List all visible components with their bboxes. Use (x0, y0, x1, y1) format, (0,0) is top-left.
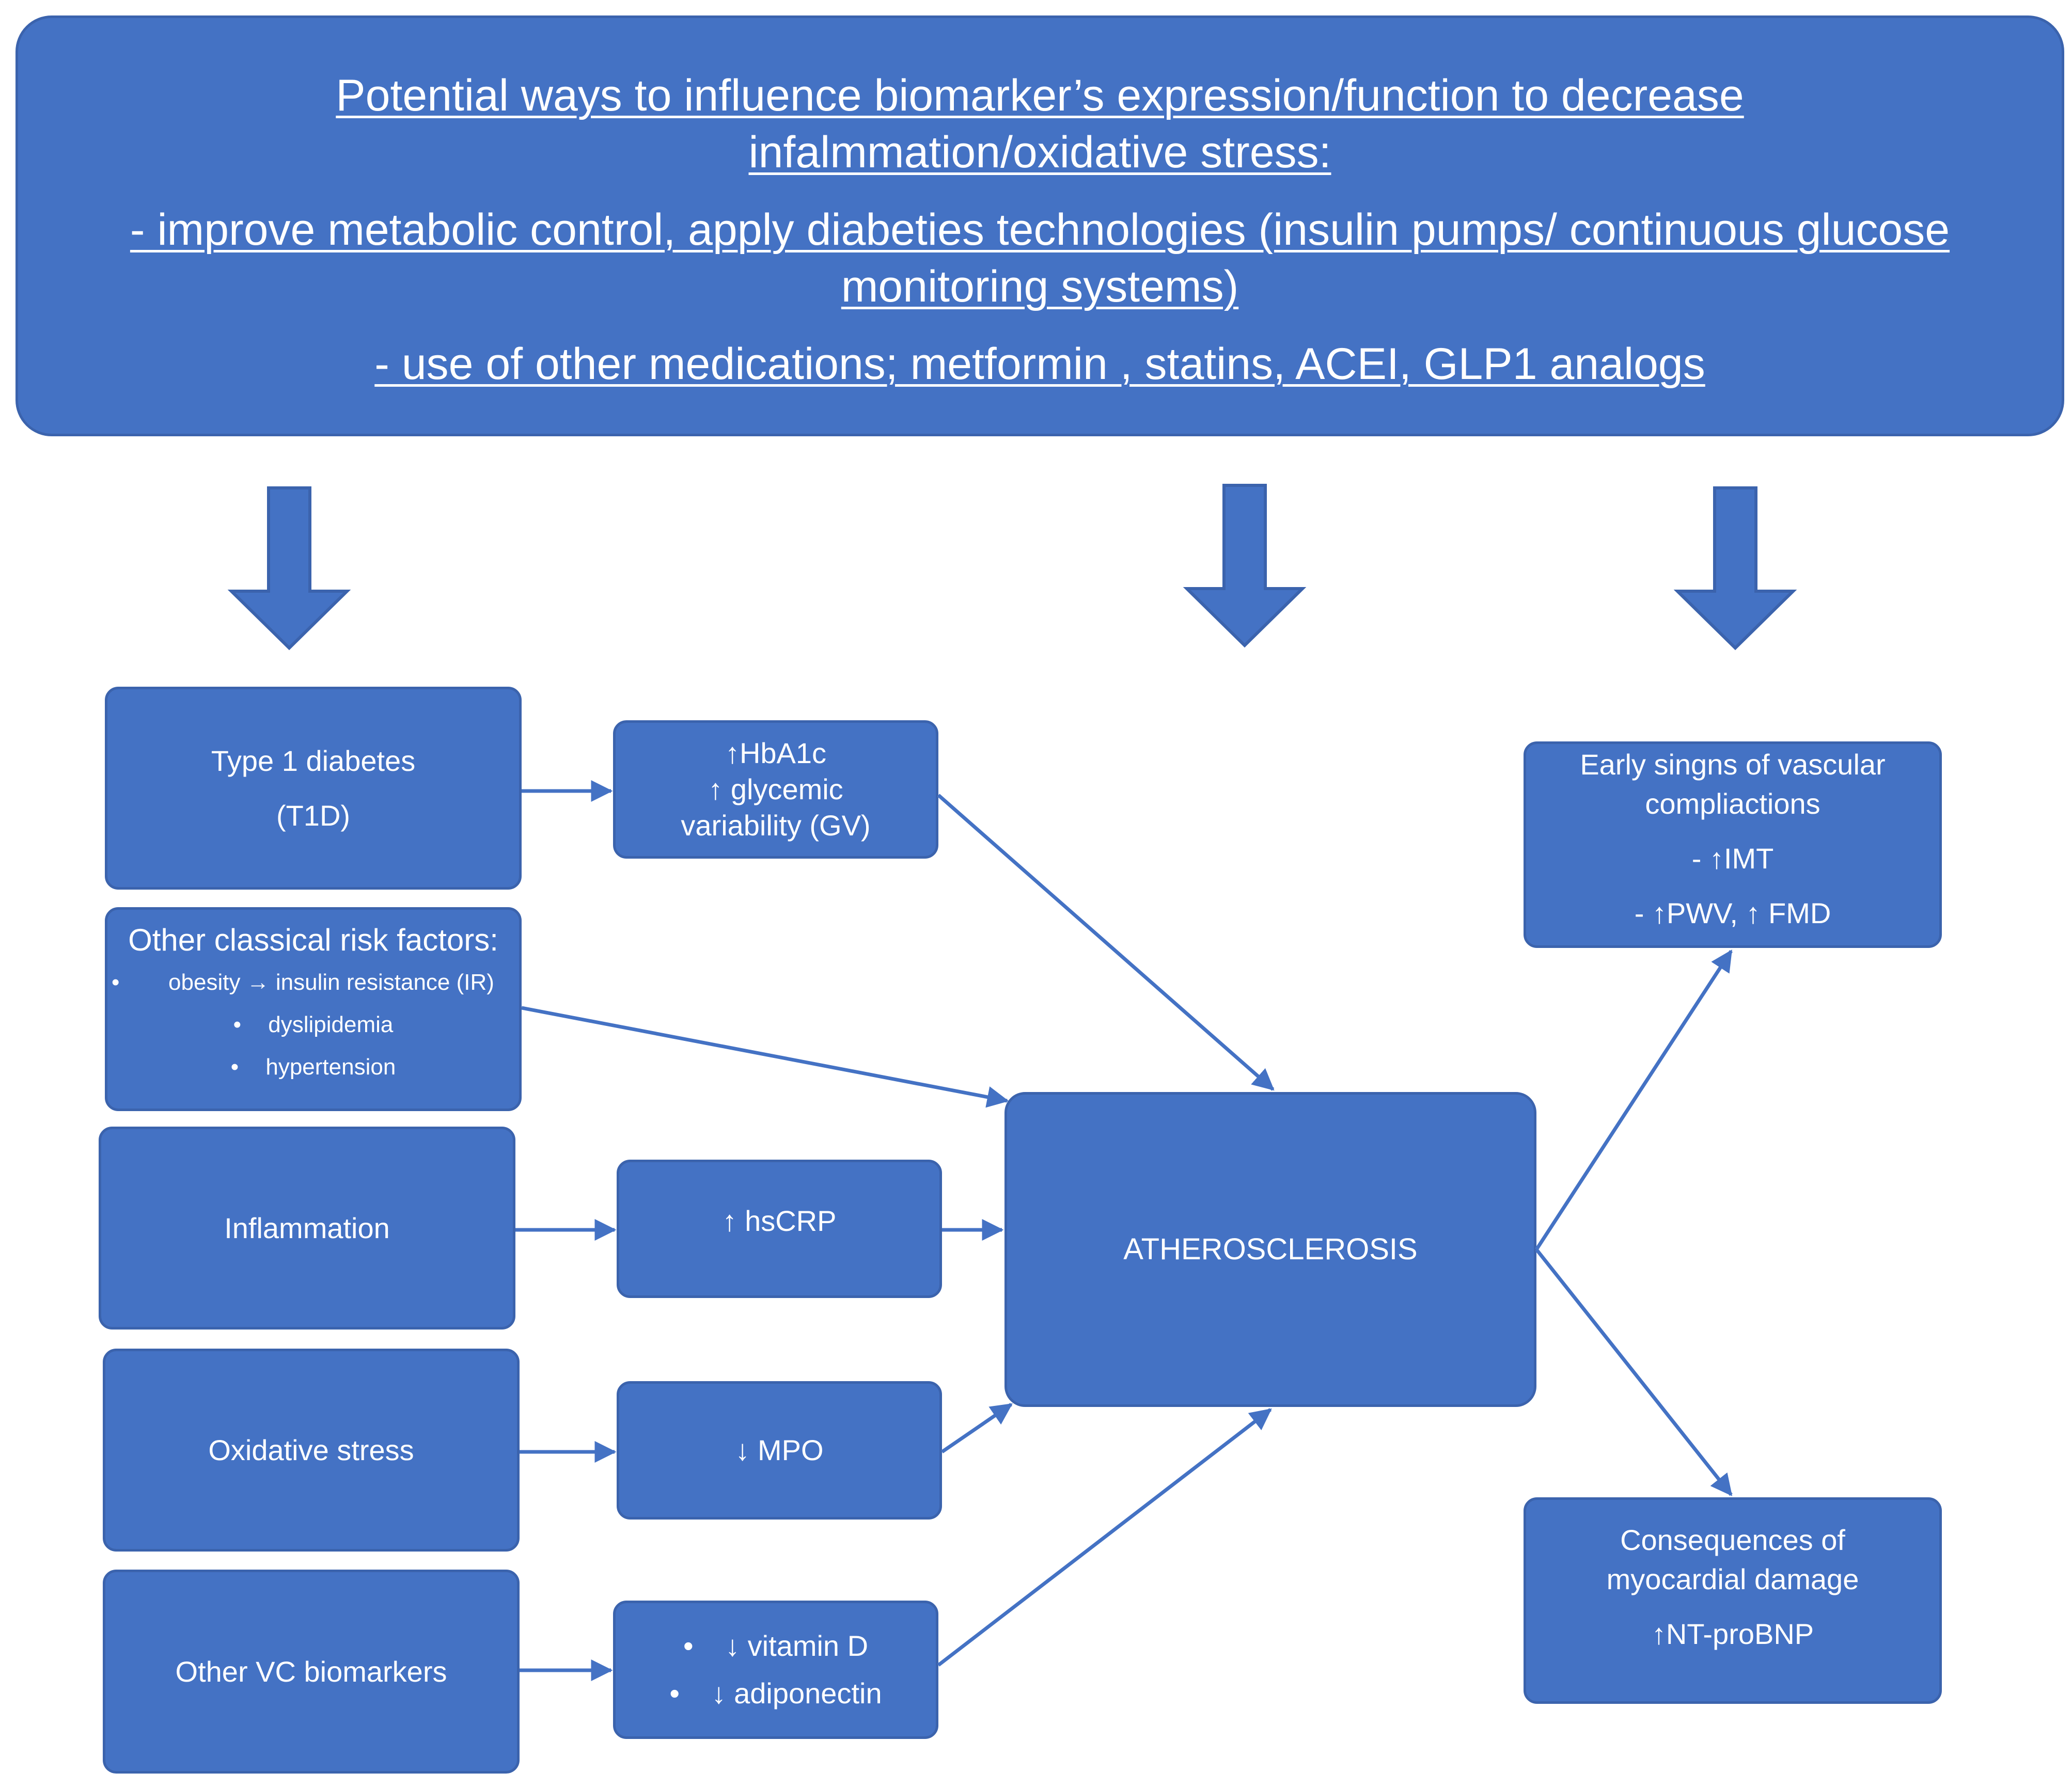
banner-line-4: monitoring systems) (841, 262, 1239, 311)
atherosclerosis-label: ATHEROSCLEROSIS (1123, 1232, 1418, 1266)
banner-line-1: Potential ways to influence biomarker’s … (336, 71, 1744, 120)
arrow-athero-to-vascular (1535, 950, 1733, 1251)
arrow-athero-to-myocardial (1535, 1248, 1733, 1496)
atherosclerosis-box: ATHEROSCLEROSIS (1004, 1092, 1536, 1407)
risk-factors-title: Other classical risk factors: (128, 923, 498, 957)
bullet-icon: • (683, 1629, 694, 1662)
bullet-icon: • (233, 1012, 242, 1037)
myocardial-line3: ↑NT-proBNP (1651, 1618, 1814, 1650)
myocardial-line2: myocardial damage (1606, 1563, 1859, 1595)
adiponectin-item: • ↓ adiponectin (669, 1677, 882, 1710)
myocardial-line1: Consequences of (1620, 1524, 1845, 1556)
early-line4: - ↑PWV, ↑ FMD (1634, 897, 1831, 929)
mpo-box: ↓ MPO (617, 1381, 942, 1520)
risk-item-obesity: • obesity → insulin resistance (IR) (107, 961, 519, 1004)
bullet-icon: • (669, 1677, 680, 1710)
risk-item-hypertension: • hypertension (230, 1054, 396, 1080)
banner-line-2: infalmmation/oxidative stress: (748, 128, 1331, 177)
other-vc-biomarkers-label: Other VC biomarkers (175, 1655, 447, 1688)
t1d-label-line1: Type 1 diabetes (211, 744, 416, 777)
myocardial-damage-box: Consequences of myocardial damage ↑NT-pr… (1524, 1497, 1942, 1704)
other-vc-biomarkers-box: Other VC biomarkers (103, 1570, 520, 1774)
early-line3: - ↑IMT (1691, 842, 1774, 875)
banner-line-3: - improve metabolic control, apply diabe… (130, 205, 1950, 255)
inflammation-box: Inflammation (99, 1127, 515, 1330)
risk-factors-box: Other classical risk factors: • obesity … (105, 907, 522, 1111)
inflammation-label: Inflammation (224, 1211, 390, 1244)
hscrp-label: ↑ hsCRP (722, 1205, 837, 1237)
arrow-vcmarkers-to-athero (937, 1408, 1272, 1667)
t1d-label-line2: (T1D) (276, 799, 351, 832)
bullet-icon: • (112, 970, 120, 995)
mpo-label: ↓ MPO (735, 1434, 824, 1466)
vc-markers-box: • ↓ vitamin D • ↓ adiponectin (613, 1601, 938, 1739)
vitamin-d-item: • ↓ vitamin D (683, 1629, 869, 1662)
early-line2: compliactions (1645, 787, 1820, 820)
oxidative-stress-box: Oxidative stress (103, 1349, 520, 1552)
t1d-box: Type 1 diabetes (T1D) (105, 687, 522, 890)
early-line1: Early singns of vascular (1580, 748, 1886, 781)
risk-item-dyslipidemia: • dyslipidemia (233, 1012, 394, 1037)
hba1c-line1: ↑HbA1c (725, 737, 827, 769)
down-arrow-left-icon (227, 486, 351, 651)
banner-line-5: - use of other medications; metformin , … (374, 339, 1705, 389)
oxidative-stress-label: Oxidative stress (208, 1433, 414, 1466)
hba1c-box: ↑HbA1c ↑ glycemic variability (GV) (613, 720, 938, 859)
arrow-hba1c-to-athero (937, 794, 1275, 1091)
intervention-banner: Potential ways to influence biomarker’s … (15, 15, 2064, 436)
vascular-complications-box: Early singns of vascular compliactions -… (1524, 741, 1942, 948)
bullet-icon: • (230, 1054, 239, 1080)
hscrp-box: ↑ hsCRP (617, 1160, 942, 1298)
arrow-risk-to-athero (521, 1006, 1009, 1108)
hba1c-line2: ↑ glycemic (708, 773, 843, 805)
hba1c-line3: variability (GV) (681, 809, 871, 842)
arrow-mpo-to-athero (941, 1403, 1013, 1453)
down-arrow-right-icon (1673, 486, 1797, 651)
down-arrow-center-icon (1183, 484, 1307, 648)
